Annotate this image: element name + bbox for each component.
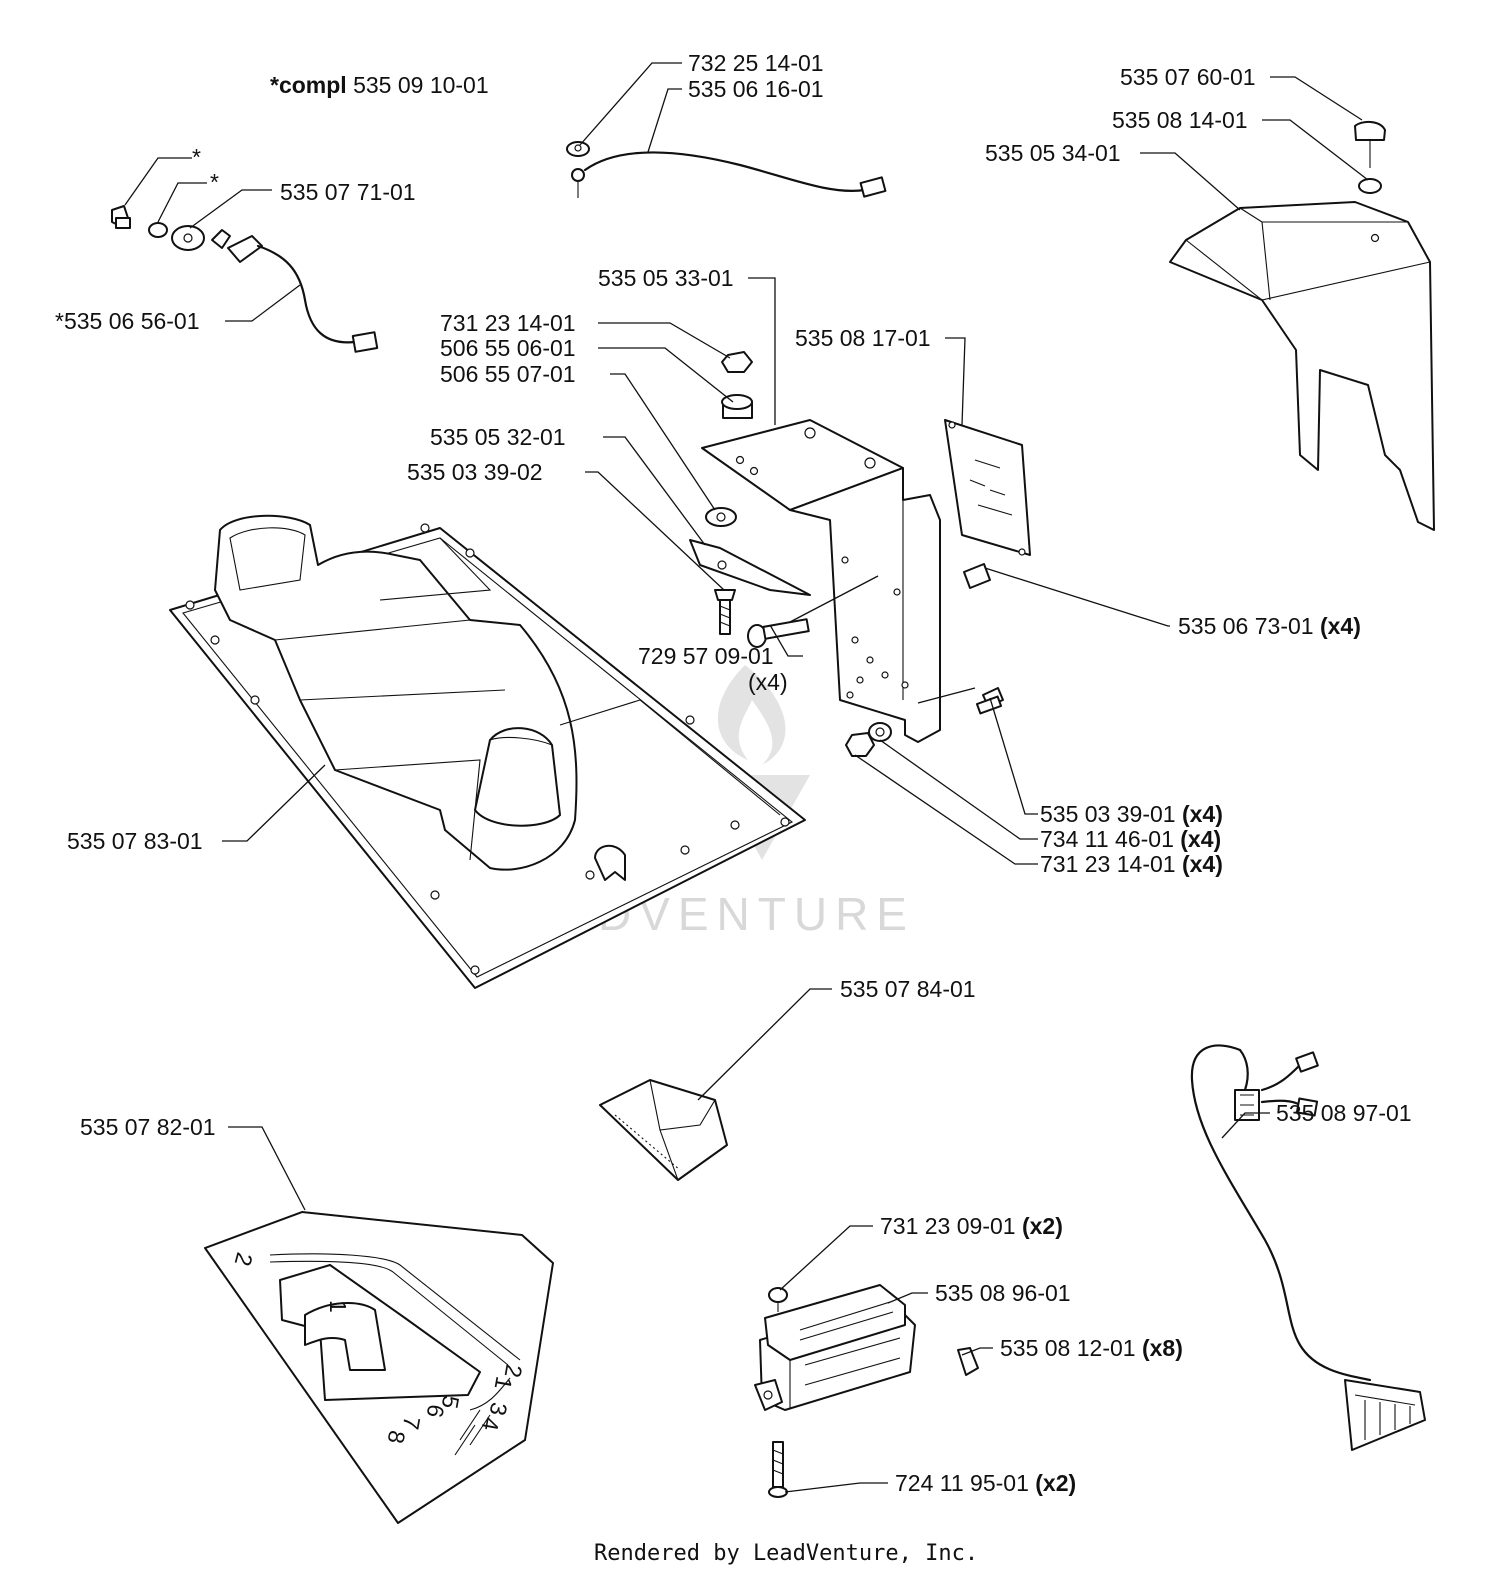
plate-mark: 5 [437,1393,465,1410]
label-decal [944,419,1031,556]
plate-mark: 4 [477,1415,505,1432]
watermark-flame-icon [717,665,786,765]
part-label: 506 55 06-01 [440,335,576,361]
plate-mark: 8 [383,1428,411,1445]
part-label: 724 11 95-01 (x2) [895,1470,1076,1496]
part-label: 535 06 73-01 (x4) [1178,613,1361,639]
cover-plate [599,1079,728,1181]
part-label: 535 03 39-02 [407,459,543,485]
plate-mark: 2 [500,1362,528,1379]
part-label: 734 11 46-01 (x4) [1040,826,1221,852]
part-label: 731 23 14-01 [440,310,576,336]
plate-mark: 3 [485,1400,513,1417]
part-label: 535 03 39-01 (x4) [1040,801,1223,827]
part-label: * [192,144,201,170]
part-label: *535 06 56-01 [55,308,200,334]
cable-ring-terminal [566,141,887,198]
part-label: 535 08 96-01 [935,1280,1071,1306]
part-label: 535 08 17-01 [795,325,931,351]
part-label: 535 05 34-01 [985,140,1121,166]
toggle-switch-assembly [111,205,379,353]
part-label: * [210,169,219,195]
part-label: 535 07 71-01 [280,179,416,205]
plate-mark: 1 [490,1374,518,1391]
plate-mark: 7 [398,1414,426,1431]
part-label: 535 07 84-01 [840,976,976,1002]
part-label: 535 08 12-01 (x8) [1000,1335,1183,1361]
part-label: 535 07 83-01 [67,828,203,854]
wiring-harness [1190,1044,1426,1451]
leader-lines [124,62,1369,1493]
terminal-block [754,1284,979,1498]
mounting-bracket [701,419,941,743]
part-label: 731 23 14-01 (x4) [1040,851,1223,877]
part-label: 506 55 07-01 [440,361,576,387]
footer-credit: Rendered by LeadVenture, Inc. [594,1541,978,1566]
part-label: 535 06 16-01 [688,76,824,102]
part-labels: *compl 535 09 10-01 732 25 14-01 535 06 … [55,50,1412,1496]
part-label: 535 08 97-01 [1276,1100,1412,1126]
qty-label: (x4) [748,669,788,695]
console-housing [169,514,806,989]
compl-label: *compl 535 09 10-01 [270,72,489,98]
side-cover [1169,120,1435,531]
part-label: 731 23 09-01 (x2) [880,1213,1063,1239]
part-label: 535 07 82-01 [80,1114,216,1140]
plate-mark: 6 [422,1402,450,1419]
part-label: 535 05 33-01 [598,265,734,291]
part-label: 535 08 14-01 [1112,107,1248,133]
bracket-hardware [689,351,1004,757]
plate-mark: 1 [325,1300,351,1313]
part-label: 732 25 14-01 [688,50,824,76]
part-label: 535 07 60-01 [1120,64,1256,90]
part-label: 535 05 32-01 [430,424,566,450]
part-label: 729 57 09-01 [638,643,774,669]
shift-pattern-plate: 2 1 2 1 3 4 5 6 7 8 [204,1211,554,1524]
